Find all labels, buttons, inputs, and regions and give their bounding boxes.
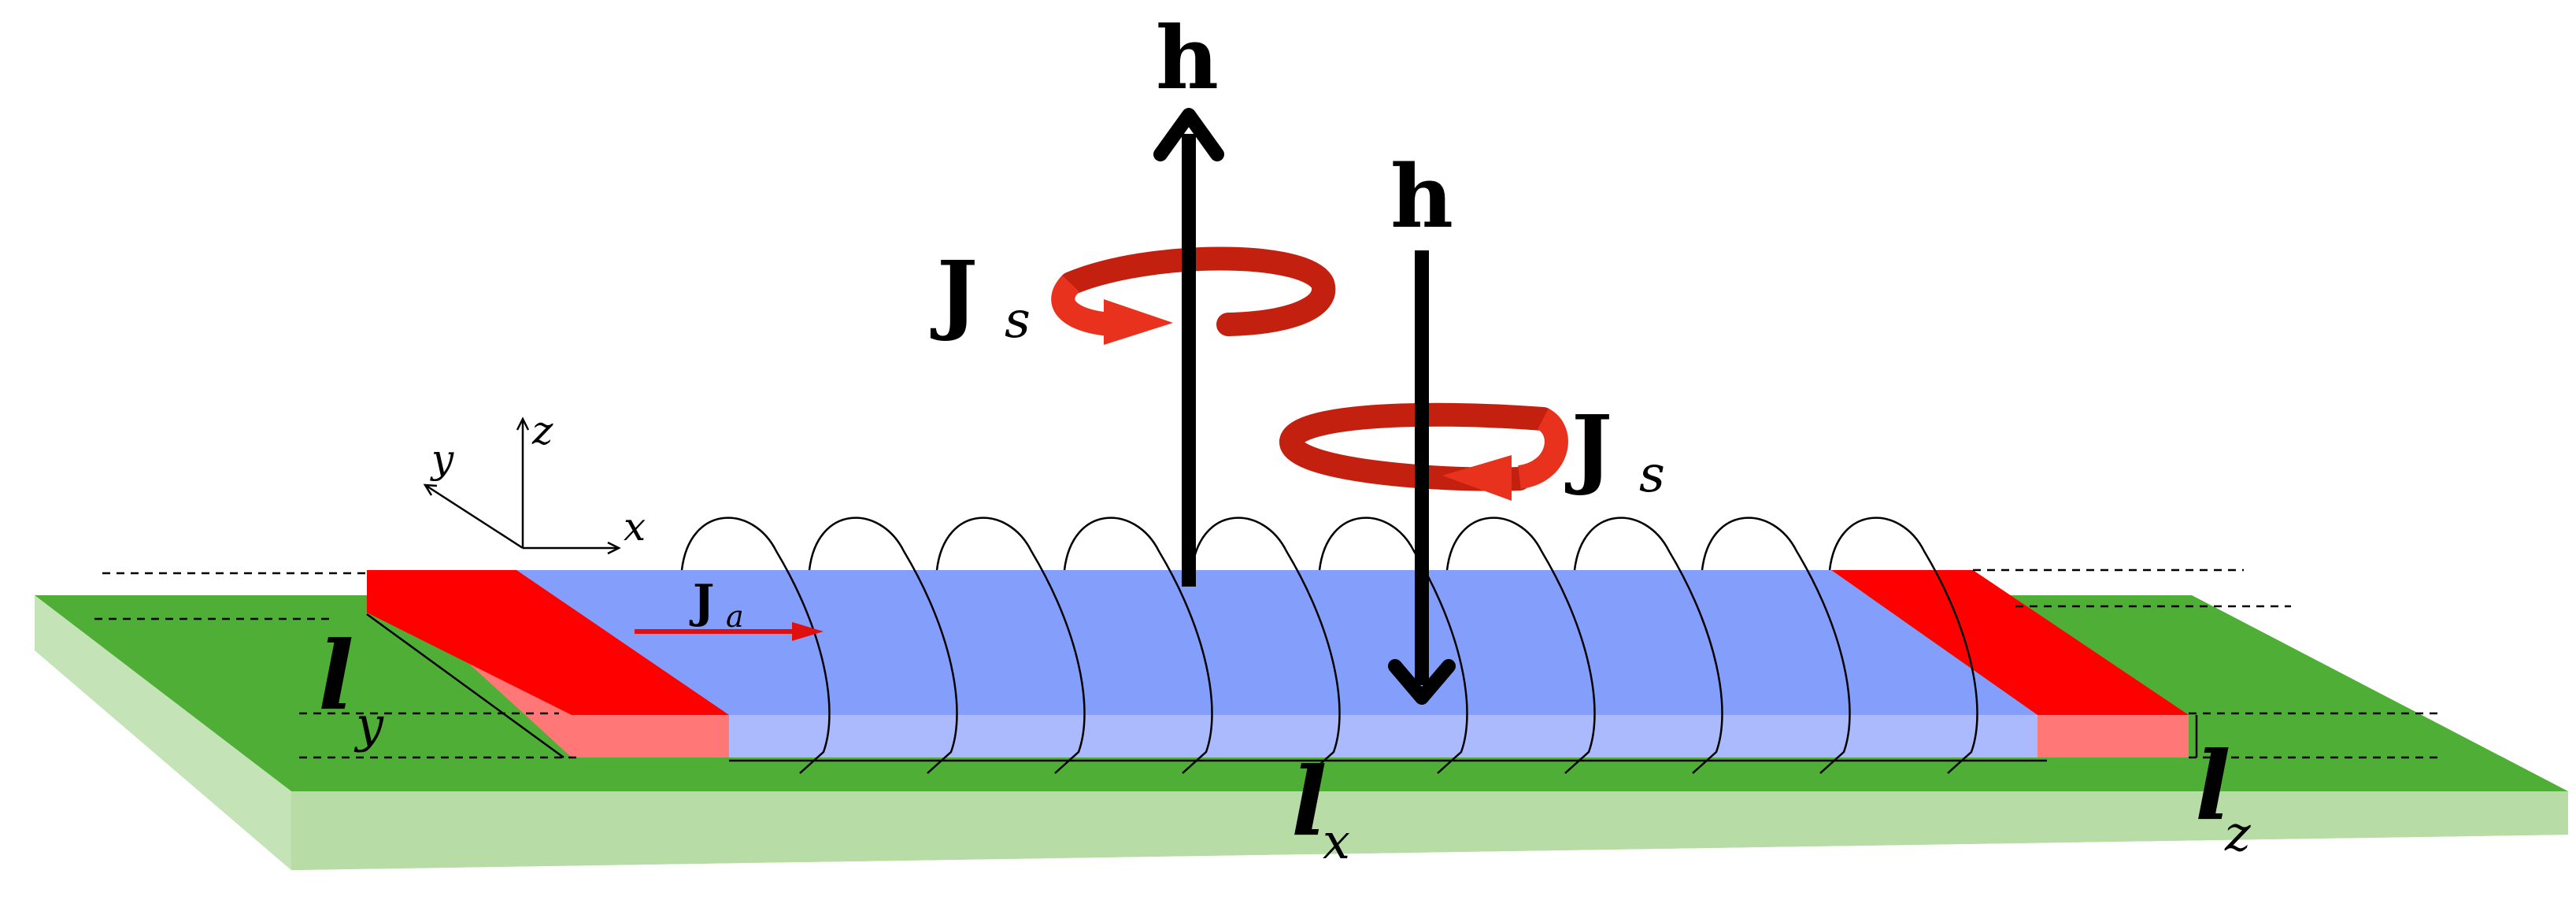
film-front-face — [729, 715, 2037, 757]
ja-label-sub: a — [726, 599, 744, 634]
h-up-label: h — [1156, 7, 1219, 109]
coordinate-axes — [423, 417, 621, 555]
axis-x-head — [607, 541, 621, 555]
axis-y-line — [424, 483, 524, 550]
current-arrow-head — [792, 622, 824, 641]
ly-label-main: l — [318, 620, 354, 731]
axis-x-label: x — [624, 504, 646, 550]
vortex-loop — [1190, 517, 1341, 774]
substrate-front-edge — [35, 595, 291, 870]
js-right-label-main: J — [1564, 396, 1612, 498]
right-electrode — [1831, 570, 2189, 757]
left-swirl-front — [1051, 275, 1112, 336]
vortex-loop — [1573, 517, 1723, 774]
axis-z-head — [516, 417, 530, 431]
applied-current-arrow — [635, 622, 824, 641]
js-left-label-sub: s — [1005, 291, 1031, 350]
vortex-loop — [1318, 517, 1468, 774]
lx-label-sub: x — [1323, 813, 1350, 870]
lz-label-sub: z — [2224, 805, 2251, 862]
axis-z-label: z — [531, 408, 553, 454]
right-swirl-head — [1442, 455, 1512, 501]
vortex-loop — [935, 517, 1086, 774]
film-top — [367, 570, 2037, 715]
axis-y-head — [423, 483, 438, 496]
right-electrode-top — [1831, 570, 2189, 715]
js-right-label-sub: s — [1639, 446, 1665, 504]
ja-label-main: J — [689, 575, 714, 628]
js-left-label-main: J — [930, 242, 978, 343]
ly-label-sub: y — [353, 696, 384, 754]
lx-label-main: l — [1291, 746, 1327, 857]
lz-label-main: l — [2195, 731, 2231, 842]
vortex-loop — [680, 517, 831, 774]
left-electrode — [367, 570, 729, 757]
vortex-loop — [1701, 517, 1851, 774]
vortex-loop — [808, 517, 958, 774]
h-down-label: h — [1390, 146, 1453, 247]
vortex-loops — [680, 517, 1978, 774]
dimension-lines — [366, 613, 2198, 762]
vortex-loop — [1063, 517, 1213, 774]
left-swirl — [1051, 246, 1336, 345]
axis-y-label: y — [430, 436, 454, 482]
vortex-loop — [1445, 517, 1596, 774]
left-electrode-front — [572, 715, 729, 757]
h-down-arrow — [1388, 250, 1456, 705]
thin-film — [367, 570, 2037, 757]
substrate-side-bottom — [291, 791, 2568, 870]
left-swirl-back — [1059, 246, 1336, 336]
left-swirl-head — [1104, 299, 1173, 345]
left-electrode-top — [367, 570, 729, 715]
ly-dimension-line — [366, 613, 564, 759]
guide-lines — [94, 568, 2441, 759]
h-down-head — [1388, 659, 1456, 705]
h-up-arrow — [1153, 108, 1224, 587]
right-electrode-front — [2037, 715, 2189, 757]
right-swirl-front — [1517, 408, 1568, 489]
vortex-loop — [1828, 517, 1978, 774]
h-up-head — [1153, 108, 1224, 161]
